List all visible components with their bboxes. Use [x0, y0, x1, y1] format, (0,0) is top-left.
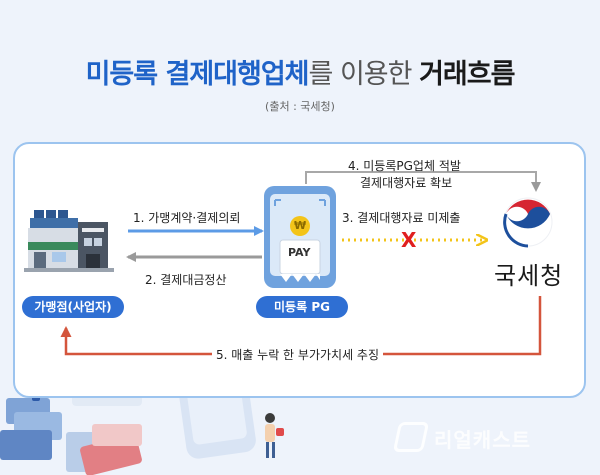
won-coin-symbol: ₩ [294, 219, 307, 232]
step3-label: 3. 결제대행자료 미제출 [342, 211, 461, 225]
pg-node-label: 미등록 PG [256, 296, 348, 318]
pay-label: PAY [288, 246, 311, 259]
watermark-text: 리얼캐스트 [434, 428, 531, 452]
merchant-node-label: 가맹점(사업자) [22, 296, 124, 318]
agency-node-label: 국세청 [494, 262, 564, 290]
step4-label-line2: 결제대행자료 확보 [360, 176, 453, 190]
step2-label: 2. 결제대금정산 [145, 273, 227, 287]
step1-label: 1. 가맹계약·결제의뢰 [133, 211, 241, 225]
step4-label-line1: 4. 미등록PG업체 적발 [348, 159, 461, 173]
page-title: 미등록 결제대행업체를 이용한 거래흐름 [0, 52, 600, 91]
step5-label: 5. 매출 누락 한 부가가치세 추징 [212, 346, 384, 363]
blocked-x-icon: X [401, 228, 417, 252]
person-illustration [265, 413, 284, 458]
title-emphasis: 거래흐름 [419, 59, 515, 90]
store-icon [24, 210, 114, 272]
pay-phone-icon [264, 186, 336, 288]
title-connector: 를 이용한 [308, 59, 420, 90]
arrow-step4 [305, 171, 541, 192]
title-highlight: 미등록 결제대행업체 [85, 59, 310, 90]
cards-illustration [0, 398, 142, 475]
national-tax-service-emblem [503, 197, 553, 248]
source-caption: (출처 : 국세청) [265, 100, 335, 113]
